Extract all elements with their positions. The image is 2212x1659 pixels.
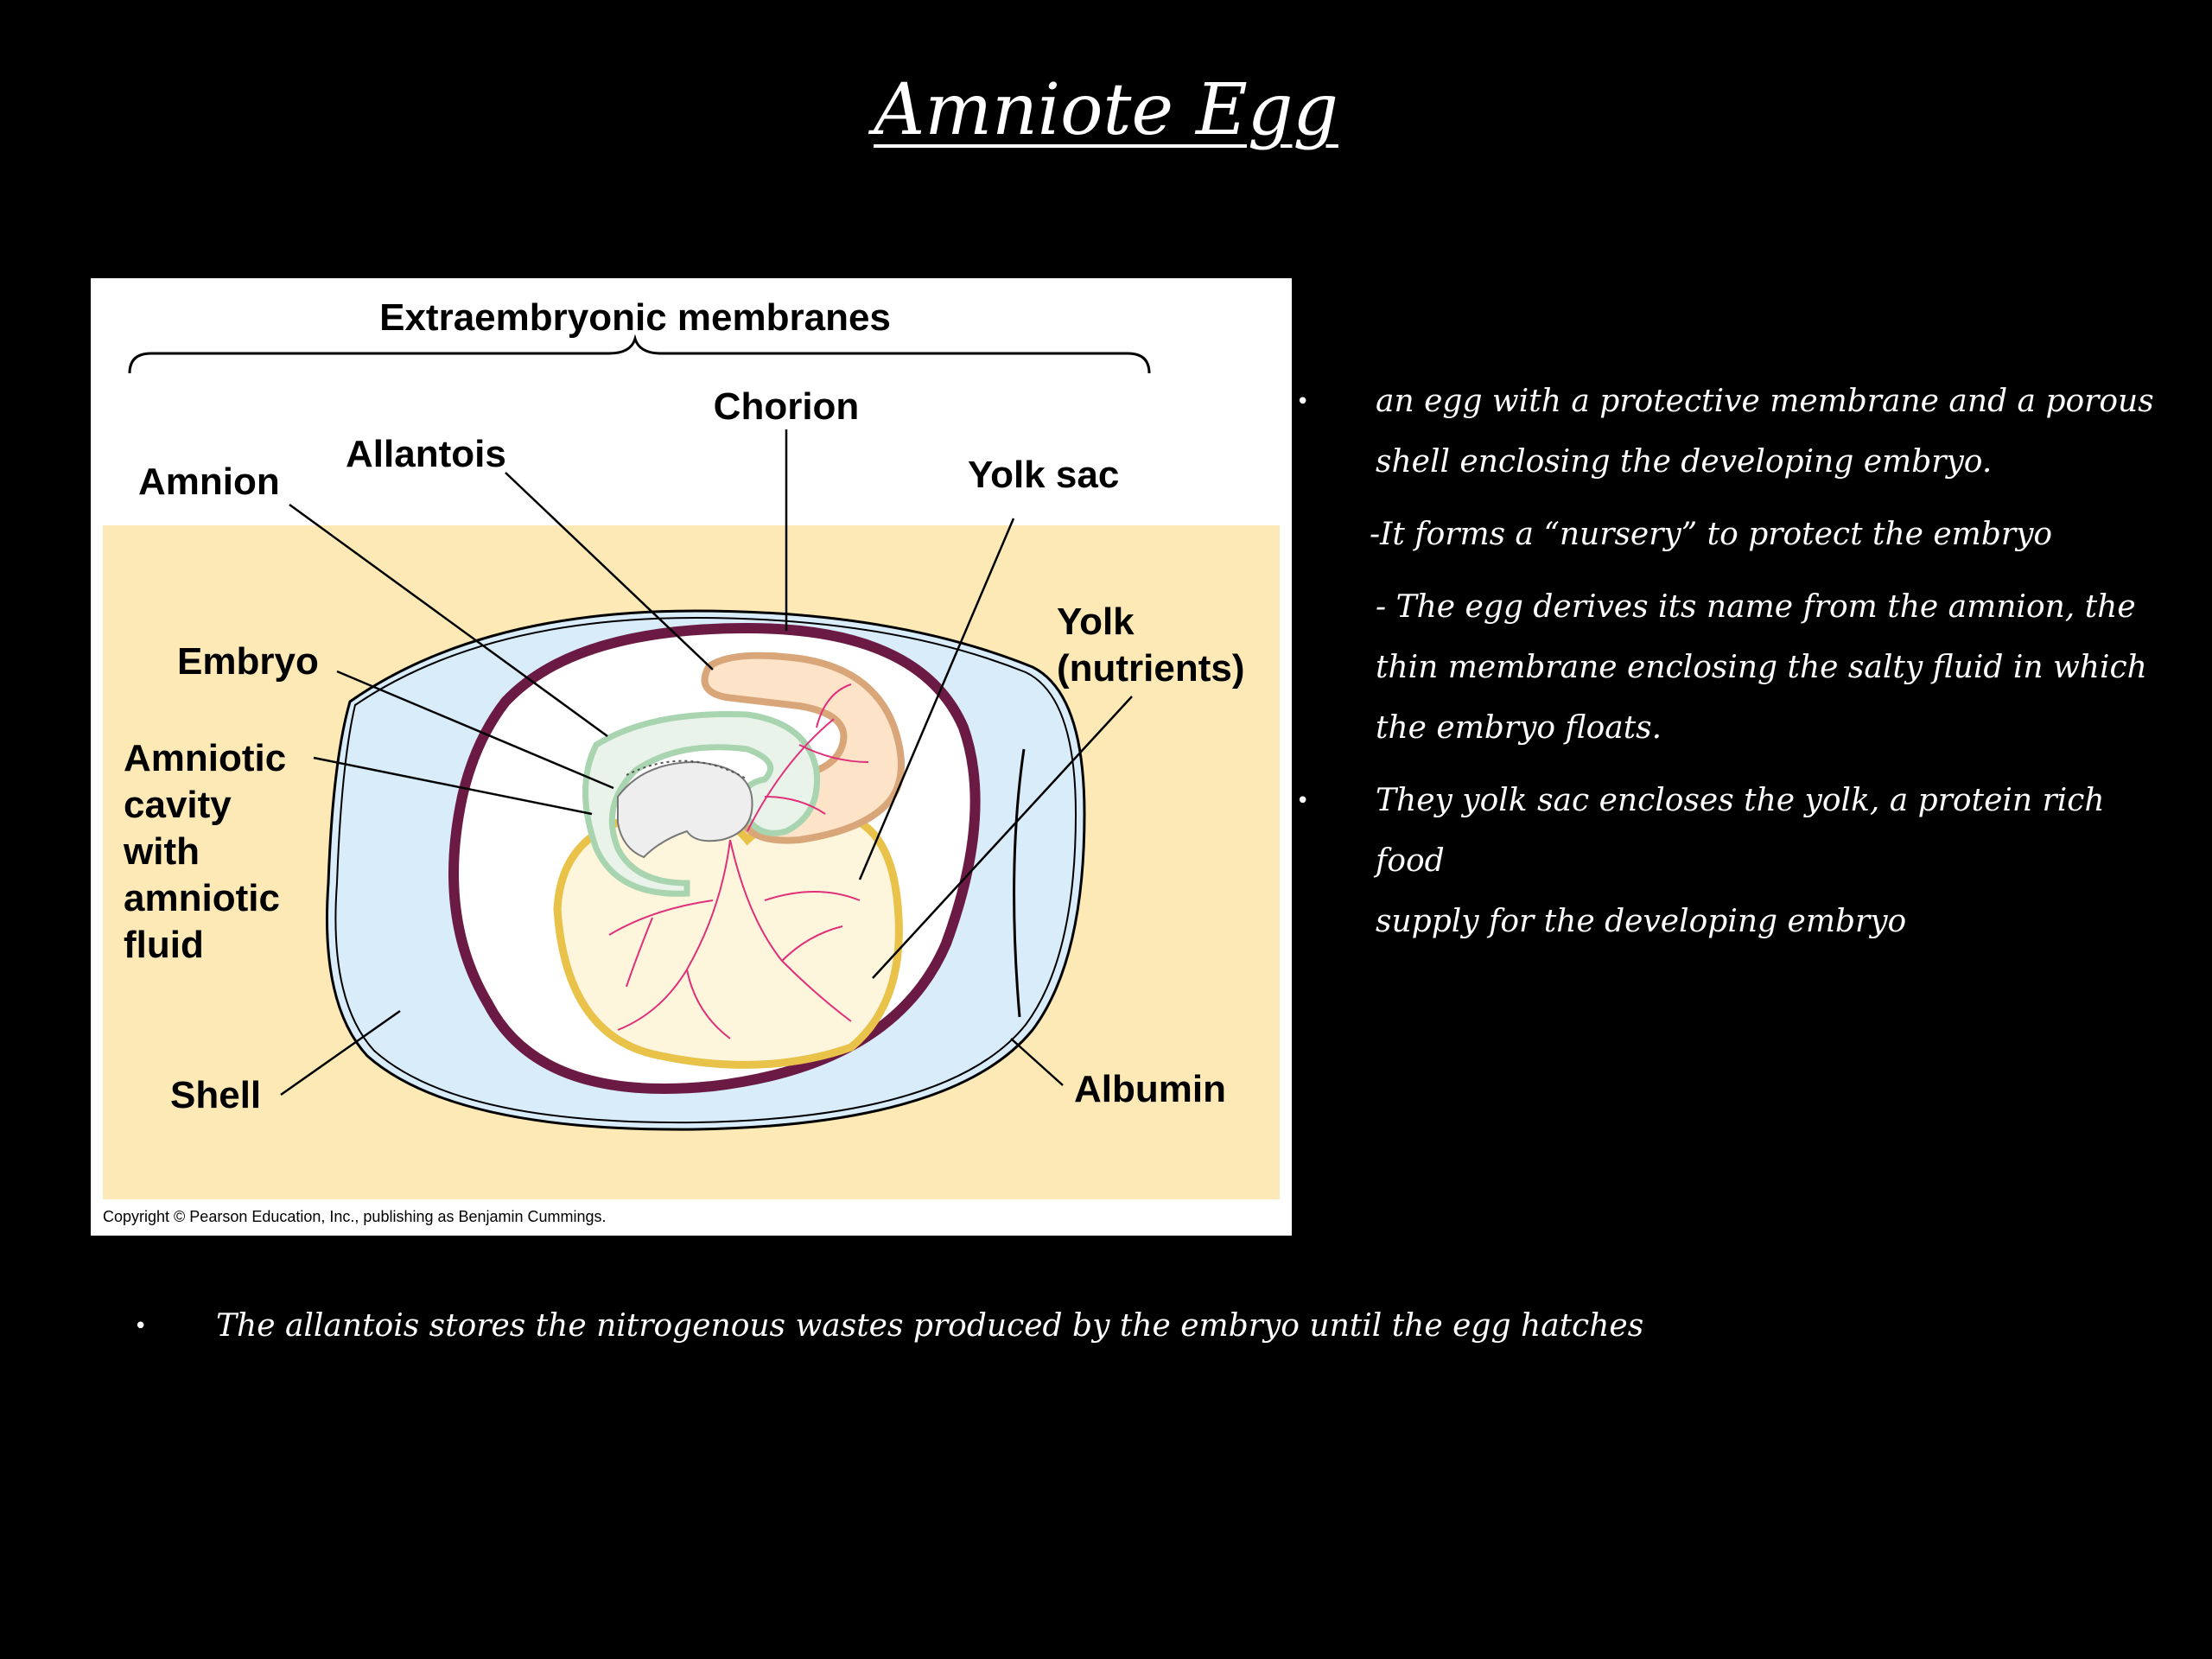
label-amniotic-2: cavity [124,784,232,826]
label-allantois: Allantois [346,433,506,475]
label-amniotic-4: amniotic [124,877,280,919]
bullet-marker: • [1296,389,1310,415]
bullet-item: • an egg with a protective membrane and … [1296,372,2169,493]
label-nutrients: (nutrients) [1057,647,1245,690]
bullet-item: -It forms a “nursery” to protect the emb… [1296,505,2169,565]
embryo [617,760,753,859]
bullet-list: • an egg with a protective membrane and … [1296,372,2169,952]
bullet-line: - The egg derives its name from the amni… [1376,589,2136,625]
label-yolk-sac: Yolk sac [968,454,1119,496]
embryo-somites [626,760,748,780]
bullet-item: - The egg derives its name from the amni… [1296,577,2169,759]
bullet-line: The allantois stores the nitrogenous was… [216,1308,1644,1344]
label-amniotic-5: fluid [124,924,204,966]
membranes-brace [128,334,1151,374]
amnion [582,710,821,897]
bullet-marker: • [1296,788,1310,814]
bullet-line: -It forms a “nursery” to protect the emb… [1370,517,2053,552]
bullet-line: an egg with a protective membrane and a … [1376,384,2154,419]
bullet-line: supply for the developing embryo [1376,904,1907,939]
label-embryo: Embryo [177,640,319,683]
bottom-bullet: • The allantois stores the nitrogenous w… [134,1296,1862,1357]
bullet-line: shell enclosing the developing embryo. [1376,444,1993,480]
amniote-egg-diagram: Extraembryonic membranes Chorion Allanto… [91,278,1292,1236]
bullet-line: the embryo floats. [1376,710,1662,746]
bullet-marker: • [134,1313,148,1339]
bullet-line: They yolk sac encloses the yolk, a prote… [1376,783,2105,879]
label-amnion: Amnion [138,461,280,503]
label-chorion: Chorion [714,385,860,428]
blood-vessels [608,683,869,1039]
label-shell: Shell [170,1074,261,1116]
air-space [1013,748,1026,1018]
heading-extraembryonic: Extraembryonic membranes [379,296,891,339]
label-amniotic-3: with [123,830,200,873]
bullet-line: thin membrane enclosing the salty fluid … [1376,650,2147,685]
diagram-canvas: Extraembryonic membranes Chorion Allanto… [91,278,1292,1236]
copyright-note: Copyright © Pearson Education, Inc., pub… [103,1208,607,1225]
bullet-item: • They yolk sac encloses the yolk, a pro… [1296,771,2169,952]
label-albumin: Albumin [1074,1068,1226,1110]
shell-membrane [334,616,1077,1124]
label-amniotic-1: Amniotic [124,737,286,779]
label-yolk: Yolk [1057,601,1135,643]
slide-title: Amniote Egg [874,69,1338,151]
bullet-item: • The allantois stores the nitrogenous w… [134,1296,1862,1357]
leader-lines [280,429,1133,1096]
